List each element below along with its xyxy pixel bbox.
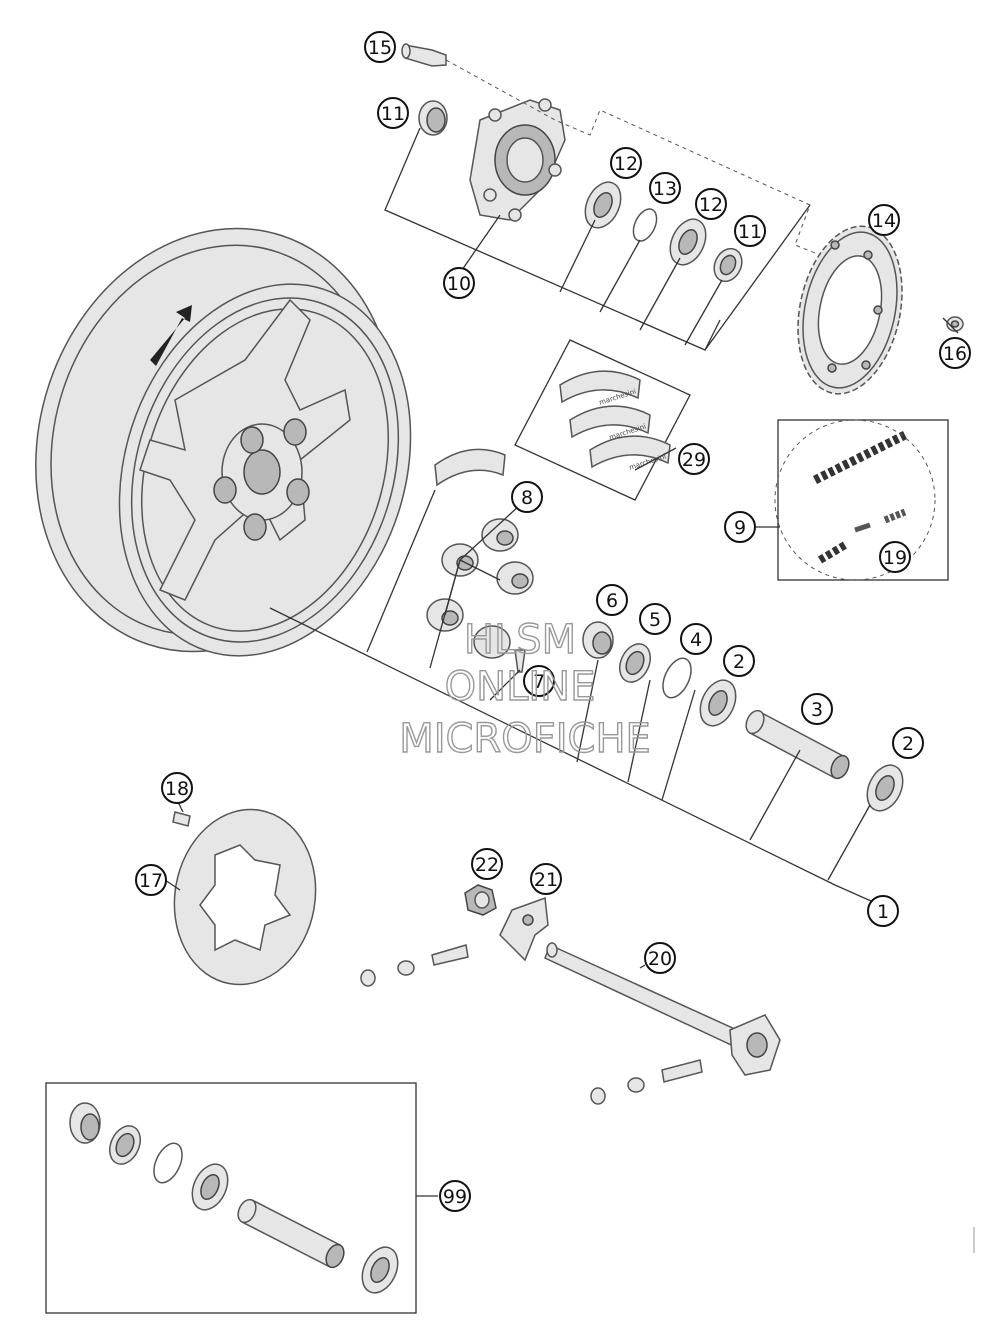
callout-label: 14: [872, 210, 896, 232]
callout-14: 14: [868, 204, 900, 236]
callout-label: 1: [877, 901, 889, 923]
circlip-4: [662, 657, 692, 699]
callout-label: 19: [883, 547, 907, 569]
callout-15: 15: [364, 31, 396, 63]
bolt-18: [172, 811, 191, 827]
callout-label: 15: [368, 37, 392, 59]
watermark-line: ONLINE: [445, 664, 596, 710]
sprocket-carrier: [469, 98, 566, 222]
chain-adjuster-21: [499, 896, 549, 962]
callout-2: 2: [892, 727, 924, 759]
callout-19: 19: [879, 541, 911, 573]
sprocket-14: [797, 225, 903, 395]
callout-label: 18: [165, 778, 189, 800]
callout-label: 16: [943, 343, 967, 365]
brake-disc-17: [173, 808, 317, 986]
callout-16: 16: [939, 337, 971, 369]
callout-10: 10: [443, 267, 475, 299]
callout-label: 2: [902, 733, 914, 755]
callout-7: 7: [523, 665, 555, 697]
callout-label: 12: [699, 194, 723, 216]
watermark: HLSM ONLINE MICROFICHE: [398, 616, 651, 762]
spacer-tube-3: [745, 709, 850, 780]
callout-12: 12: [610, 147, 642, 179]
axle-20: [544, 942, 781, 1076]
bushing-11-upper: [418, 100, 448, 136]
callout-label: 8: [521, 487, 533, 509]
callout-label: 2: [733, 651, 745, 673]
callout-9: 9: [724, 511, 756, 543]
callout-label: 9: [734, 517, 746, 539]
rear-wheel: [35, 227, 412, 657]
nut-16: [946, 316, 964, 332]
nut-22: [464, 884, 497, 916]
callout-17: 17: [135, 864, 167, 896]
watermark-line: HLSM: [464, 617, 576, 663]
callout-label: 11: [381, 103, 405, 125]
callout-4: 4: [680, 623, 712, 655]
bearing-12-a: [584, 181, 622, 229]
callout-21: 21: [530, 863, 562, 895]
callout-label: 4: [690, 629, 702, 651]
callout-22: 22: [471, 848, 503, 880]
bearing-2-right: [866, 764, 904, 812]
callout-11: 11: [377, 97, 409, 129]
callout-label: 22: [475, 854, 499, 876]
callout-6: 6: [596, 584, 628, 616]
callout-5: 5: [639, 603, 671, 635]
leader-lines: [164, 59, 959, 1197]
callout-3: 3: [801, 693, 833, 725]
callout-13: 13: [649, 172, 681, 204]
callout-label: 20: [648, 948, 672, 970]
bearing-2-left: [699, 679, 737, 727]
callout-11: 11: [734, 215, 766, 247]
callout-label: 5: [649, 609, 661, 631]
bushing-11-lower: [713, 247, 743, 283]
callout-20: 20: [644, 942, 676, 974]
callout-label: 3: [811, 699, 823, 721]
callout-label: 6: [606, 590, 618, 612]
bearing-kit-99: [45, 1082, 417, 1314]
watermark-line: MICROFICHE: [399, 716, 651, 762]
adjuster-bolts: [360, 944, 703, 1105]
circlip-13: [632, 208, 658, 242]
callout-99: 99: [439, 1180, 471, 1212]
callout-label: 13: [653, 178, 677, 200]
callout-label: 10: [447, 273, 471, 295]
sticker-set-29: marchesini marchesini marchesini: [434, 339, 691, 501]
callout-18: 18: [161, 772, 193, 804]
callout-label: 12: [614, 153, 638, 175]
callout-1: 1: [867, 895, 899, 927]
callout-label: 17: [139, 870, 163, 892]
callout-2: 2: [723, 645, 755, 677]
callout-label: 7: [533, 671, 545, 693]
valve-7: [514, 649, 526, 673]
seal-5: [619, 643, 651, 683]
chain-box-9: [774, 419, 949, 581]
bearing-12-b: [669, 218, 707, 266]
callout-label: 11: [738, 221, 762, 243]
callout-label: 99: [443, 1186, 467, 1208]
bushing-6: [582, 621, 614, 659]
callout-12: 12: [695, 188, 727, 220]
stud-15: [401, 43, 447, 67]
callouts: 15 11 12 13 12 11 10 14 16 29 9 19 8 6 5…: [135, 31, 971, 1212]
callout-29: 29: [678, 443, 710, 475]
callout-label: 29: [682, 449, 706, 471]
callout-label: 21: [534, 869, 558, 891]
callout-8: 8: [511, 481, 543, 513]
